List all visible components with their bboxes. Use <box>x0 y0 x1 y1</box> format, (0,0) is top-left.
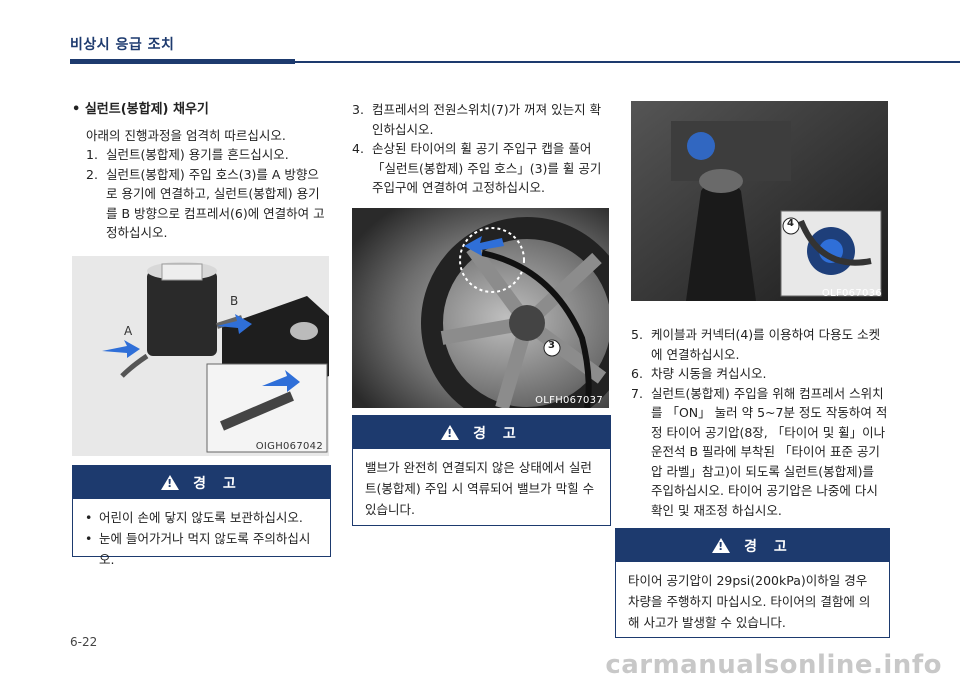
warning-item: •어린이 손에 닿지 않도록 보관하십시오. <box>85 510 303 525</box>
sealant-compressor-illustration: A B OIGH067042 <box>72 256 329 456</box>
console-socket-photo: 4 OLF067036 <box>631 101 888 301</box>
subsection-heading: • 실런트(봉합제) 채우기 <box>72 102 209 117</box>
warning-box: ! 경 고 타이어 공기압이 29psi(200kPa)이하일 경우 차량을 주… <box>615 528 890 638</box>
step-item: 4.손상된 타이어의 휠 공기 주입구 캡을 풀어 「실런트(봉합제) 주입 호… <box>352 141 602 195</box>
wheel-valve-photo: 3 OLFH067037 <box>352 208 609 408</box>
figure-code: OLFH067037 <box>535 395 603 406</box>
warning-header: ! 경 고 <box>73 466 330 499</box>
step-item: 1.실런트(봉합제) 용기를 흔드십시오. <box>86 147 289 162</box>
page-number: 6-22 <box>70 635 98 649</box>
step-item: 7.실런트(봉합제) 주입을 위해 컴프레서 스위치를 「ON」 눌러 약 5~… <box>631 385 888 518</box>
left-column: • 실런트(봉합제) 채우기 아래의 진행과정을 엄격히 따르십시오. 1.실런… <box>72 100 330 243</box>
warning-header: ! 경 고 <box>616 529 889 562</box>
section-title: 비상시 응급 조치 <box>70 37 175 53</box>
figure-label-b: B <box>230 294 239 308</box>
right-column: 5.케이블과 커넥터(4)를 이용하여 다용도 소켓에 연결하십시오. 6.차량… <box>631 325 889 520</box>
watermark: carmanualsonline.info <box>605 650 942 680</box>
middle-column: 3.컴프레서의 전원스위치(7)가 꺼져 있는지 확인하십시오. 4.손상된 타… <box>352 100 610 198</box>
warning-icon: ! <box>441 425 460 440</box>
warning-box: ! 경 고 •어린이 손에 닿지 않도록 보관하십시오. •눈에 들어가거나 먹… <box>72 465 331 567</box>
header-rule-thin <box>295 61 960 63</box>
warning-item: •눈에 들어가거나 먹지 않도록 주의하십시오. <box>85 531 311 567</box>
step-item: 2.실런트(봉합제) 주입 호스(3)를 A 방향으로 용기에 연결하고, 실런… <box>86 166 325 241</box>
figure-code: OIGH067042 <box>255 441 323 452</box>
warning-box: ! 경 고 밸브가 완전히 연결되지 않은 상태에서 실런트(봉합제) 주입 시… <box>352 415 611 526</box>
warning-body: •어린이 손에 닿지 않도록 보관하십시오. •눈에 들어가거나 먹지 않도록 … <box>73 499 330 578</box>
figure-marker: 3 <box>548 340 555 351</box>
header-rule-thick <box>70 59 295 64</box>
warning-body: 밸브가 완전히 연결되지 않은 상태에서 실런트(봉합제) 주입 시 역류되어 … <box>365 460 595 517</box>
warning-icon: ! <box>712 538 731 553</box>
warning-icon: ! <box>161 475 180 490</box>
figure-marker: 4 <box>787 218 794 229</box>
figure-code: OLF067036 <box>821 288 882 299</box>
step-item: 6.차량 시동을 켜십시오. <box>631 366 767 381</box>
bullet-dot: • <box>72 102 85 117</box>
step-item: 5.케이블과 커넥터(4)를 이용하여 다용도 소켓에 연결하십시오. <box>631 327 881 362</box>
warning-body: 타이어 공기압이 29psi(200kPa)이하일 경우 차량을 주행하지 마십… <box>628 573 871 630</box>
step-item: 3.컴프레서의 전원스위치(7)가 꺼져 있는지 확인하십시오. <box>352 102 602 137</box>
intro-text: 아래의 진행과정을 엄격히 따르십시오. <box>86 127 286 143</box>
figure-label-a: A <box>124 324 133 338</box>
warning-header: ! 경 고 <box>353 416 610 449</box>
